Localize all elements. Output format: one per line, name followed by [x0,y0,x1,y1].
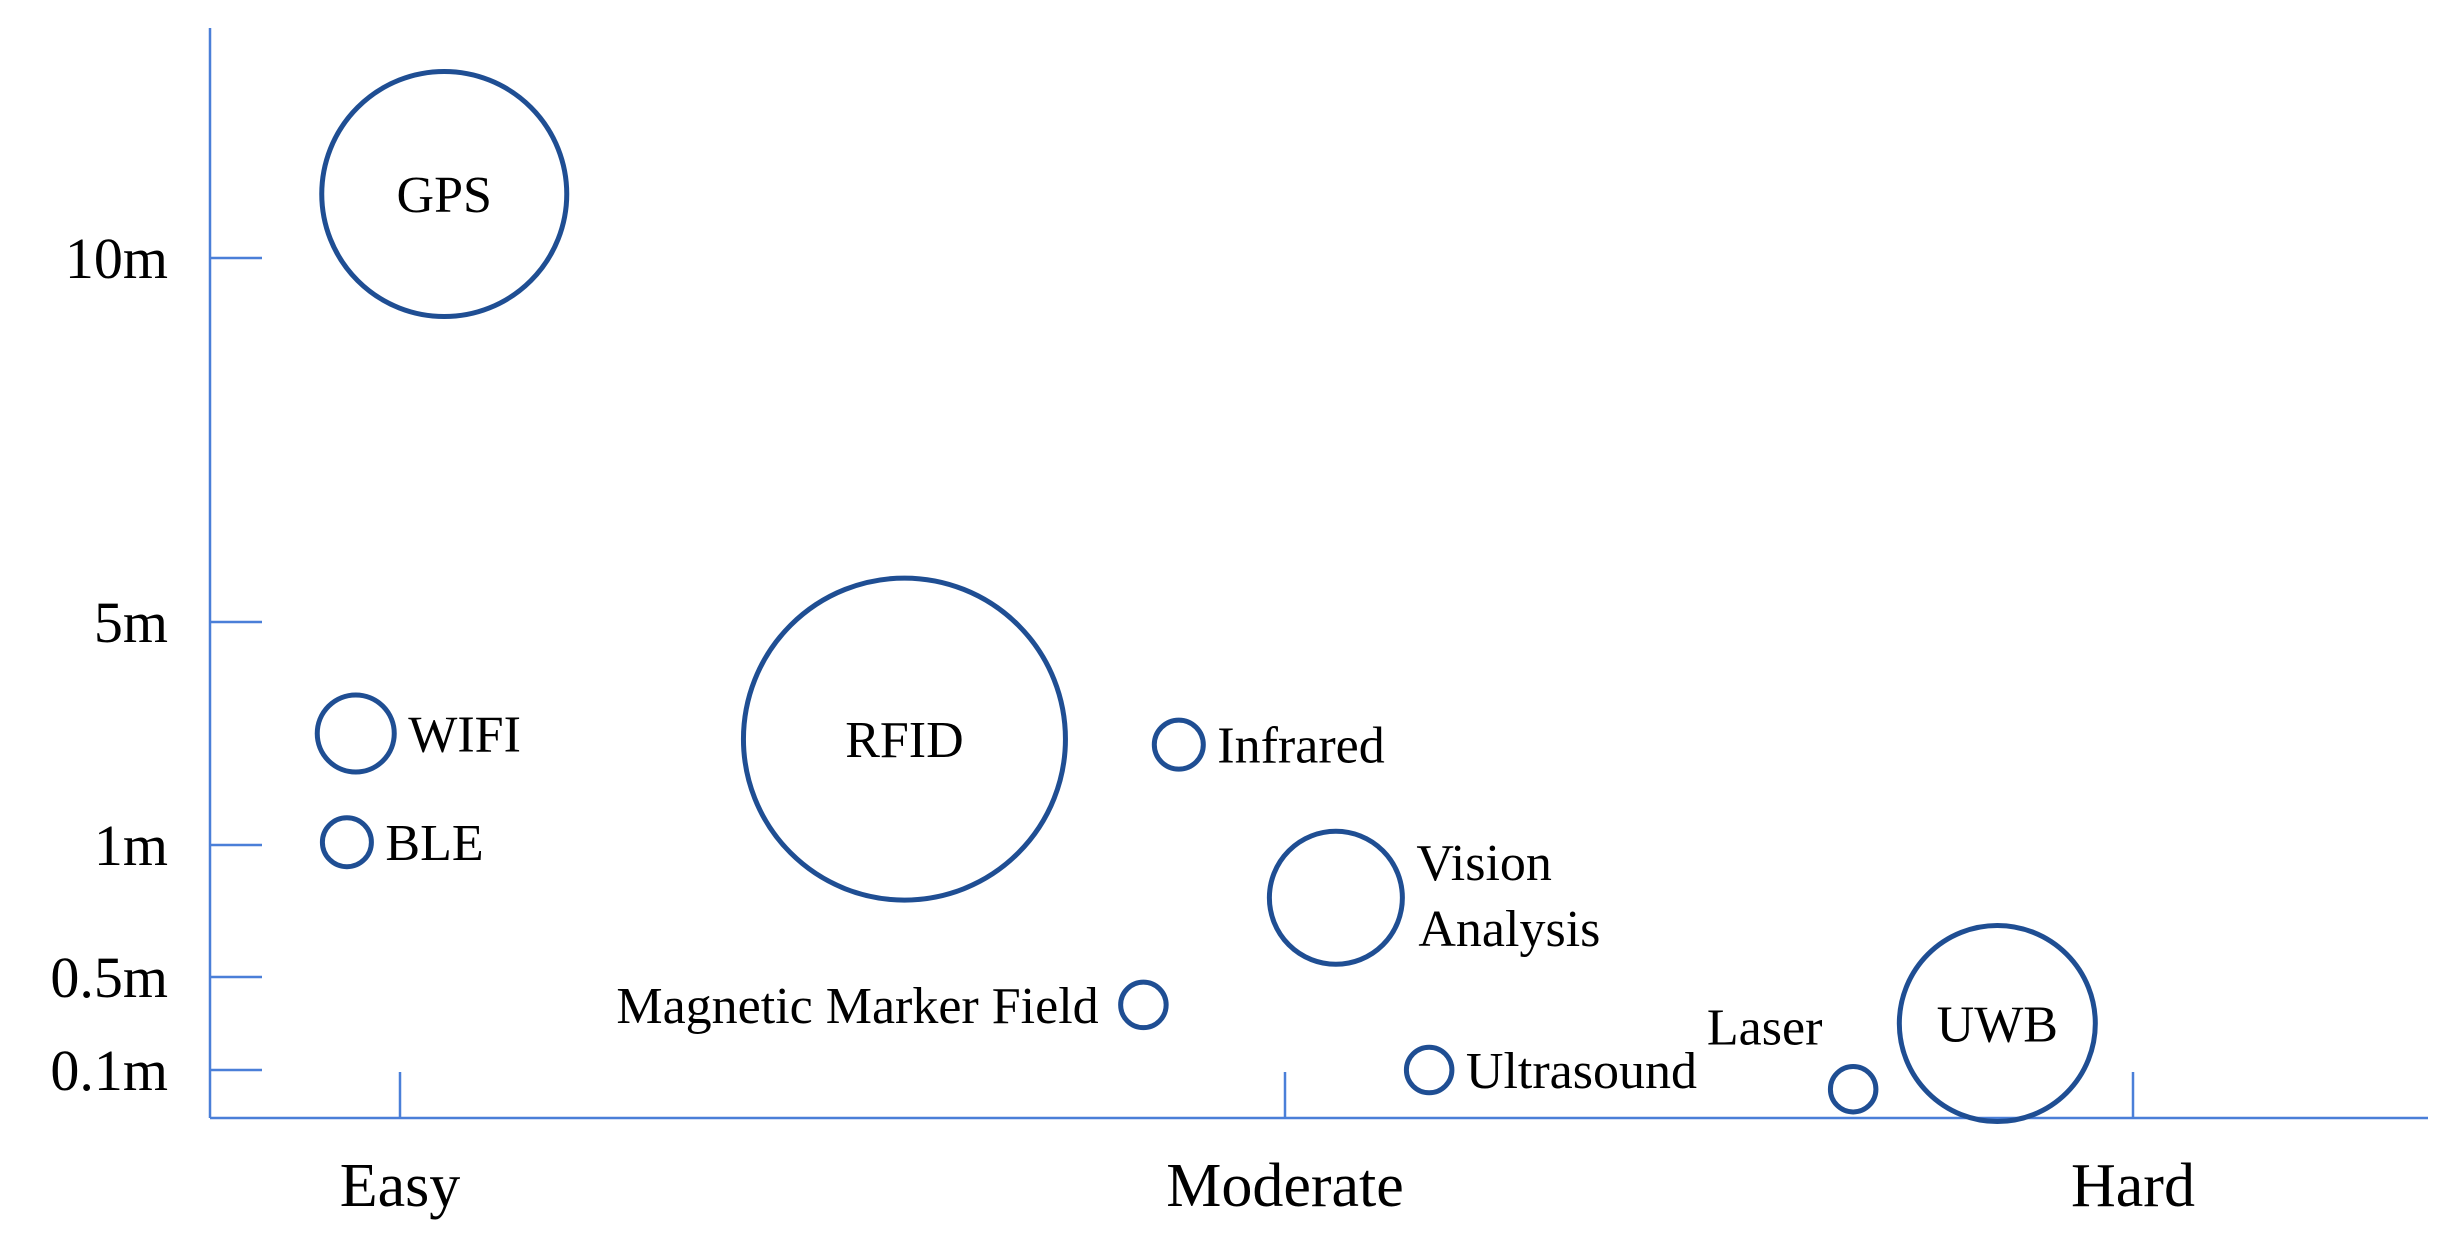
bubble-label: RFID [845,712,963,769]
y-tick-label: 5m [94,590,168,655]
bubble-label: Infrared [1217,718,1384,775]
bubble-label: UWB [1937,997,2058,1054]
y-tick-label: 0.1m [50,1038,168,1103]
bubble-circle [1827,1063,1879,1115]
bubble-circle [319,69,570,319]
y-ticks: 0.1m 0.5m 1m 5m 10m [50,226,262,1103]
x-tick-label: Hard [2071,1152,2195,1220]
bubble-rfid: RFID [740,575,1068,903]
bubble-circle [1896,923,2098,1124]
x-tick-label: Easy [340,1152,461,1220]
bubble-uwb: UWB [1896,923,2098,1124]
bubble-ble: BLE [319,815,484,872]
bubble-label: Magnetic Marker Field [616,978,1098,1035]
bubble-laser: Laser [1707,999,1879,1115]
bubble-label: WIFI [408,707,521,764]
bubble-label: GPS [397,167,492,224]
y-tick-label: 10m [65,226,168,291]
bubble-circle [740,575,1068,903]
y-tick-label: 0.5m [50,945,168,1010]
x-ticks: Easy Moderate Hard [340,1072,2195,1220]
bubble-label: Laser [1707,999,1822,1056]
bubble-infrared: Infrared [1151,717,1385,775]
bubble-label: Ultrasound [1466,1043,1697,1100]
bubble-circle [314,692,397,775]
bubble-circle [1403,1044,1455,1096]
bubble-gps: GPS [319,69,570,319]
bubble-label: BLE [385,815,483,872]
bubble-wifi: WIFI [314,692,521,775]
bubble-circle [1151,717,1206,772]
bubble-circle [1266,828,1405,967]
bubble-circle [1118,979,1169,1031]
bubble-magnetic-marker-field: Magnetic Marker Field [616,978,1169,1035]
bubble-circle [319,815,374,870]
x-tick-label: Moderate [1166,1152,1404,1220]
y-tick-label: 1m [94,813,168,878]
bubble-ultrasound: Ultrasound [1403,1043,1697,1100]
